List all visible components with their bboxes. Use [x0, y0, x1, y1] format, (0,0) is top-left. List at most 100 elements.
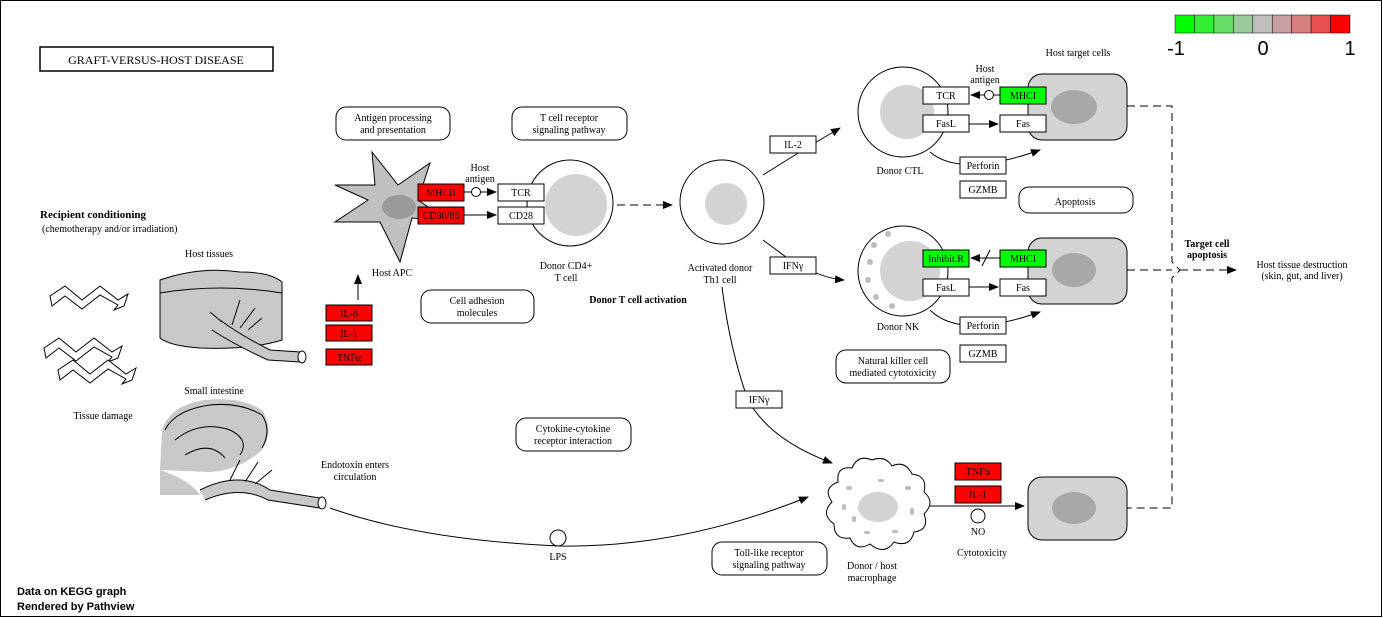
legend-swatch: [1291, 14, 1312, 34]
gene-tcr-cd4-label: TCR: [511, 188, 531, 199]
link-apoptosis[interactable]: Apoptosis: [1018, 186, 1134, 214]
gene-tnfa-mac-label: TNFα: [966, 467, 991, 478]
gene-fas-ctl[interactable]: Fas: [999, 114, 1047, 133]
gene-il1-apc[interactable]: IL-1: [325, 324, 373, 342]
color-legend: -1 0 1: [1167, 14, 1356, 60]
host-target-cell-bottom: [1027, 476, 1128, 541]
gene-cd28-label: CD28: [509, 211, 533, 222]
host-destruction-label-1: Host tissue destruction: [1256, 260, 1347, 271]
gene-gzmb-nk-label: GZMB: [969, 349, 998, 360]
lps-label: LPS: [549, 552, 566, 563]
link-toll-like-receptor[interactable]: Toll-like receptor signaling pathway: [711, 541, 828, 576]
gene-cd28[interactable]: CD28: [497, 206, 545, 225]
link-cytokine-line1: Cytokine-cytokine: [536, 424, 611, 435]
host-antigen-2-label-b: antigen: [970, 75, 999, 86]
link-antigen-processing-line1: Antigen processing: [354, 113, 432, 124]
no-compound[interactable]: [970, 508, 986, 524]
recipient-conditioning-sub: (chemotherapy and/or irradiation): [42, 224, 178, 235]
pathway-title: GRAFT-VERSUS-HOST DISEASE: [39, 46, 274, 72]
gene-tnfa-apc[interactable]: TNFα: [325, 348, 373, 366]
gene-gzmb-ctl-label: GZMB: [969, 185, 998, 196]
gene-ifng-mid-label: IFNγ: [749, 395, 770, 406]
donor-cd4-label-2: T cell: [555, 273, 578, 284]
host-antigen-label-b: antigen: [465, 174, 494, 185]
no-label: NO: [971, 527, 985, 538]
gene-ifng-top[interactable]: IFNγ: [769, 256, 817, 275]
gene-mhcii-label: MHCII: [426, 188, 455, 199]
gene-perforin-nk-label: Perforin: [967, 321, 1000, 332]
endotoxin-label-1: Endotoxin enters: [321, 460, 389, 471]
macrophage-cell: [826, 457, 931, 550]
macrophage-label-2: macrophage: [848, 573, 897, 584]
gene-fasl-ctl[interactable]: FasL: [922, 114, 970, 133]
legend-swatch: [1310, 14, 1331, 34]
link-tcr-signaling[interactable]: T cell receptor signaling pathway: [511, 106, 628, 141]
gene-fas-ctl-label: Fas: [1016, 119, 1030, 130]
link-tcr-signaling-line1: T cell receptor: [540, 113, 599, 124]
gene-tnfa-mac[interactable]: TNFα: [954, 462, 1002, 481]
gene-ifng-mid[interactable]: IFNγ: [735, 390, 783, 409]
macrophage-label-1: Donor / host: [847, 561, 897, 572]
small-intestine-label: Small intestine: [184, 386, 244, 397]
gene-perforin-ctl-label: Perforin: [967, 161, 1000, 172]
gene-inhibit-r[interactable]: Inhibit.R: [922, 249, 970, 268]
gene-il6[interactable]: IL-6: [325, 304, 373, 322]
gene-il2[interactable]: IL-2: [769, 135, 817, 154]
link-nk-cytotox-line1: Natural killer cell: [858, 356, 929, 367]
gene-mhci-nk[interactable]: MHCI: [999, 249, 1047, 268]
host-apc-label: Host APC: [372, 268, 413, 279]
legend-swatch: [1194, 14, 1215, 34]
host-tissues-label: Host tissues: [185, 249, 233, 260]
legend-swatch: [1213, 14, 1234, 34]
link-nk-cytotoxicity[interactable]: Natural killer cell mediated cytotoxicit…: [835, 349, 951, 384]
gene-fasl-nk[interactable]: FasL: [922, 278, 970, 297]
tissue-damage-label: Tissue damage: [73, 411, 133, 422]
link-toll-like-line2: signaling pathway: [732, 560, 805, 571]
footer-line-1: Data on KEGG graph: [17, 586, 127, 598]
link-antigen-processing[interactable]: Antigen processing and presentation: [335, 106, 451, 141]
link-antigen-processing-line2: and presentation: [360, 125, 426, 136]
gene-fas-nk[interactable]: Fas: [999, 278, 1047, 297]
legend-label-max: 1: [1344, 38, 1355, 60]
gene-ifng-top-label: IFNγ: [783, 261, 804, 272]
gene-cd80-86[interactable]: CD80/86: [417, 206, 465, 225]
link-cell-adhesion[interactable]: Cell adhesion molecules: [420, 289, 535, 324]
donor-nk-label: Donor NK: [877, 322, 920, 333]
gene-il1-apc-label: IL-1: [340, 329, 358, 340]
gene-il1-mac[interactable]: IL-1: [954, 485, 1002, 504]
gene-tcr-cd4[interactable]: TCR: [497, 183, 545, 202]
gene-fasl-ctl-label: FasL: [936, 119, 956, 130]
gene-gzmb-ctl[interactable]: GZMB: [959, 180, 1007, 199]
link-cell-adhesion-line1: Cell adhesion: [450, 296, 505, 307]
activated-donor-label-1: Activated donor: [688, 263, 753, 274]
donor-ctl-cell: [857, 66, 949, 158]
gene-inhibit-r-label: Inhibit.R: [928, 254, 964, 265]
lps-compound[interactable]: [549, 529, 567, 547]
cytotoxicity-label: Cytotoxicity: [957, 548, 1007, 559]
activated-donor-label-2: Th1 cell: [703, 275, 736, 286]
activated-th1-cell: [679, 159, 765, 245]
gene-perforin-nk[interactable]: Perforin: [959, 316, 1007, 335]
target-apoptosis-label-2: apoptosis: [1187, 250, 1227, 261]
recipient-conditioning-label: Recipient conditioning: [40, 209, 147, 221]
gene-tcr-ctl[interactable]: TCR: [922, 86, 970, 105]
link-toll-like-line1: Toll-like receptor: [734, 548, 804, 559]
gene-il6-label: IL-6: [340, 309, 358, 320]
gene-gzmb-nk[interactable]: GZMB: [959, 344, 1007, 363]
gene-mhci-ctl-label: MHCI: [1010, 91, 1036, 102]
donor-cd4-label-1: Donor CD4+: [540, 261, 593, 272]
gene-fas-nk-label: Fas: [1016, 283, 1030, 294]
gene-tnfa-apc-label: TNFα: [337, 353, 362, 364]
gene-perforin-ctl[interactable]: Perforin: [959, 156, 1007, 175]
link-tcr-signaling-line2: signaling pathway: [532, 125, 605, 136]
donor-ctl-label: Donor CTL: [877, 166, 924, 177]
gene-mhcii[interactable]: MHCII: [417, 183, 465, 202]
radiation-zigzag-icon: [43, 285, 137, 386]
target-apoptosis-bracket: [1127, 105, 1237, 509]
link-cytokine-receptor[interactable]: Cytokine-cytokine receptor interaction: [515, 417, 632, 452]
gene-mhci-ctl[interactable]: MHCI: [999, 86, 1047, 105]
small-intestine-icon: [160, 399, 327, 510]
link-cytokine-line2: receptor interaction: [534, 436, 612, 447]
gene-il2-label: IL-2: [784, 140, 802, 151]
